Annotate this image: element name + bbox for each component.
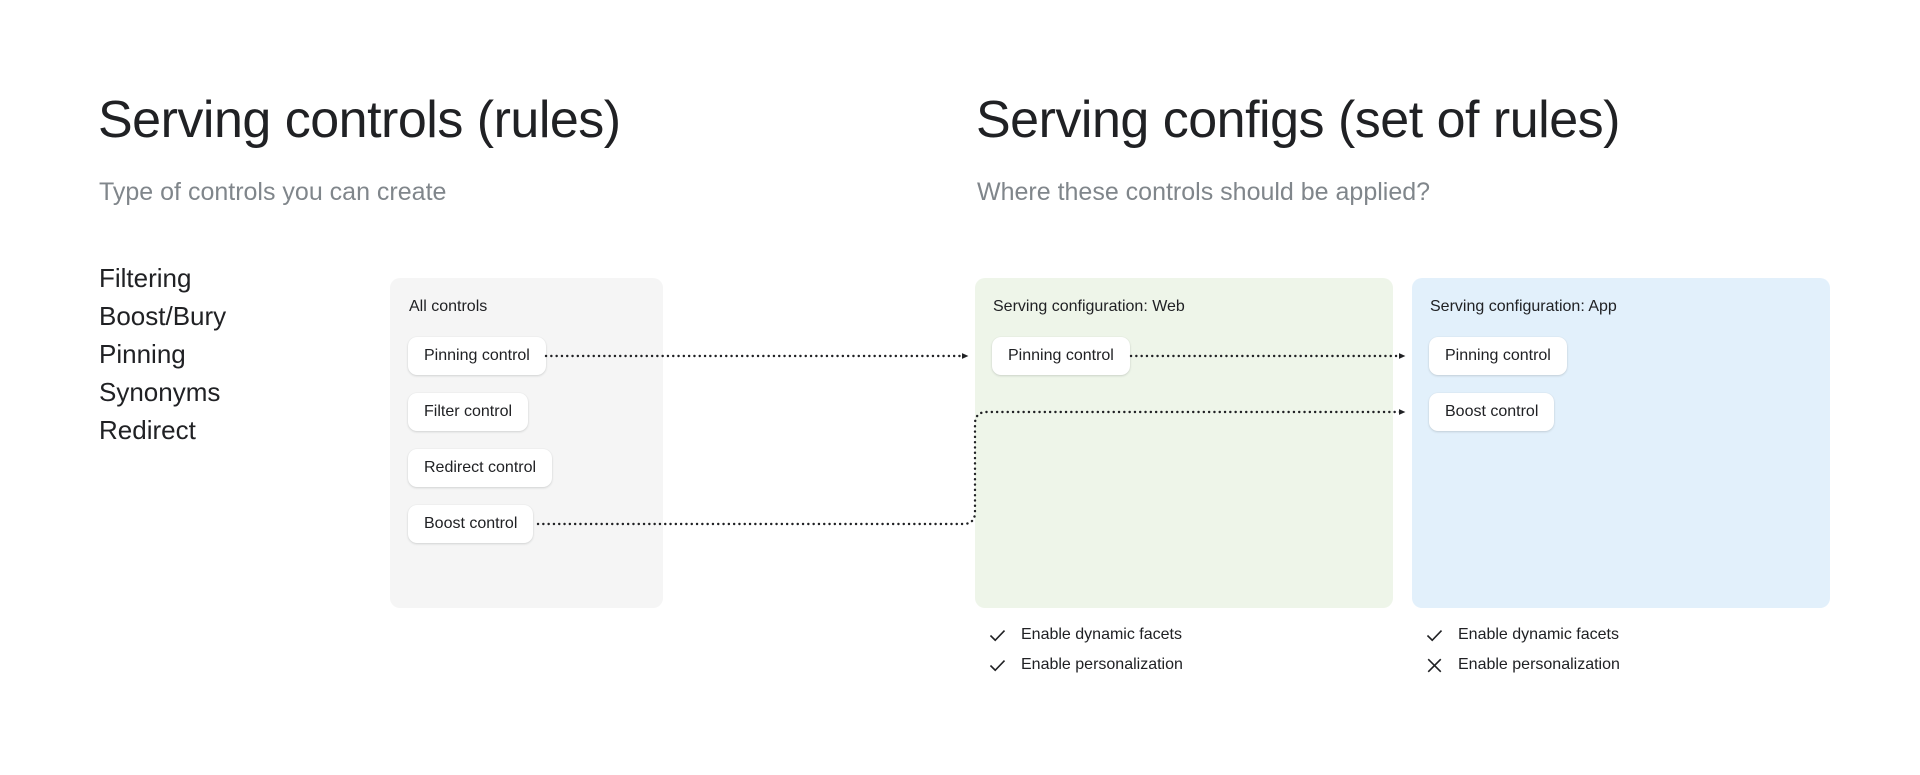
panel-all-controls [390,278,663,608]
option-row: Enable personalization [1425,655,1620,675]
check-icon [989,659,1006,671]
check-icon [1426,629,1443,641]
option-row: Enable dynamic facets [988,625,1183,645]
chip-pinning-control-all[interactable]: Pinning control [408,337,546,375]
list-item: Filtering [99,263,192,293]
right-column-subtitle: Where these controls should be applied? [977,178,1431,206]
chip-pinning-control-app[interactable]: Pinning control [1429,337,1567,375]
option-row: Enable personalization [988,655,1183,675]
close-icon [1427,658,1442,672]
panel-all-controls-label: All controls [409,298,488,315]
option-label: Enable personalization [1021,656,1183,673]
option-row: Enable dynamic facets [1425,625,1620,645]
option-label: Enable dynamic facets [1458,626,1619,643]
chip-pinning-control-web[interactable]: Pinning control [992,337,1130,375]
left-column-title: Serving controls (rules) [98,91,621,149]
check-icon [989,629,1006,641]
list-item: Boost/Bury [99,301,227,331]
right-column-title: Serving configs (set of rules) [976,91,1620,149]
panel-serving-config-app [1412,278,1830,608]
list-item: Pinning [99,339,186,369]
list-item: Synonyms [99,377,221,407]
chip-filter-control-all[interactable]: Filter control [408,393,529,431]
options-serving-config-app: Enable dynamic facets Enable personaliza… [1425,625,1620,675]
panel-serving-config-web [975,278,1393,608]
left-column-subtitle: Type of controls you can create [99,178,447,206]
options-serving-config-web: Enable dynamic facets Enable personaliza… [988,625,1183,675]
chip-redirect-control-all[interactable]: Redirect control [408,449,553,487]
chip-boost-control-app[interactable]: Boost control [1429,393,1555,431]
option-label: Enable personalization [1458,656,1620,673]
control-types-list: Filtering Boost/Bury Pinning Synonyms Re… [99,265,226,443]
chip-boost-control-all[interactable]: Boost control [408,505,534,543]
panel-serving-config-app-label: Serving configuration: App [1430,298,1617,315]
list-item: Redirect [99,415,196,445]
panel-serving-config-web-label: Serving configuration: Web [993,298,1185,315]
option-label: Enable dynamic facets [1021,626,1182,643]
